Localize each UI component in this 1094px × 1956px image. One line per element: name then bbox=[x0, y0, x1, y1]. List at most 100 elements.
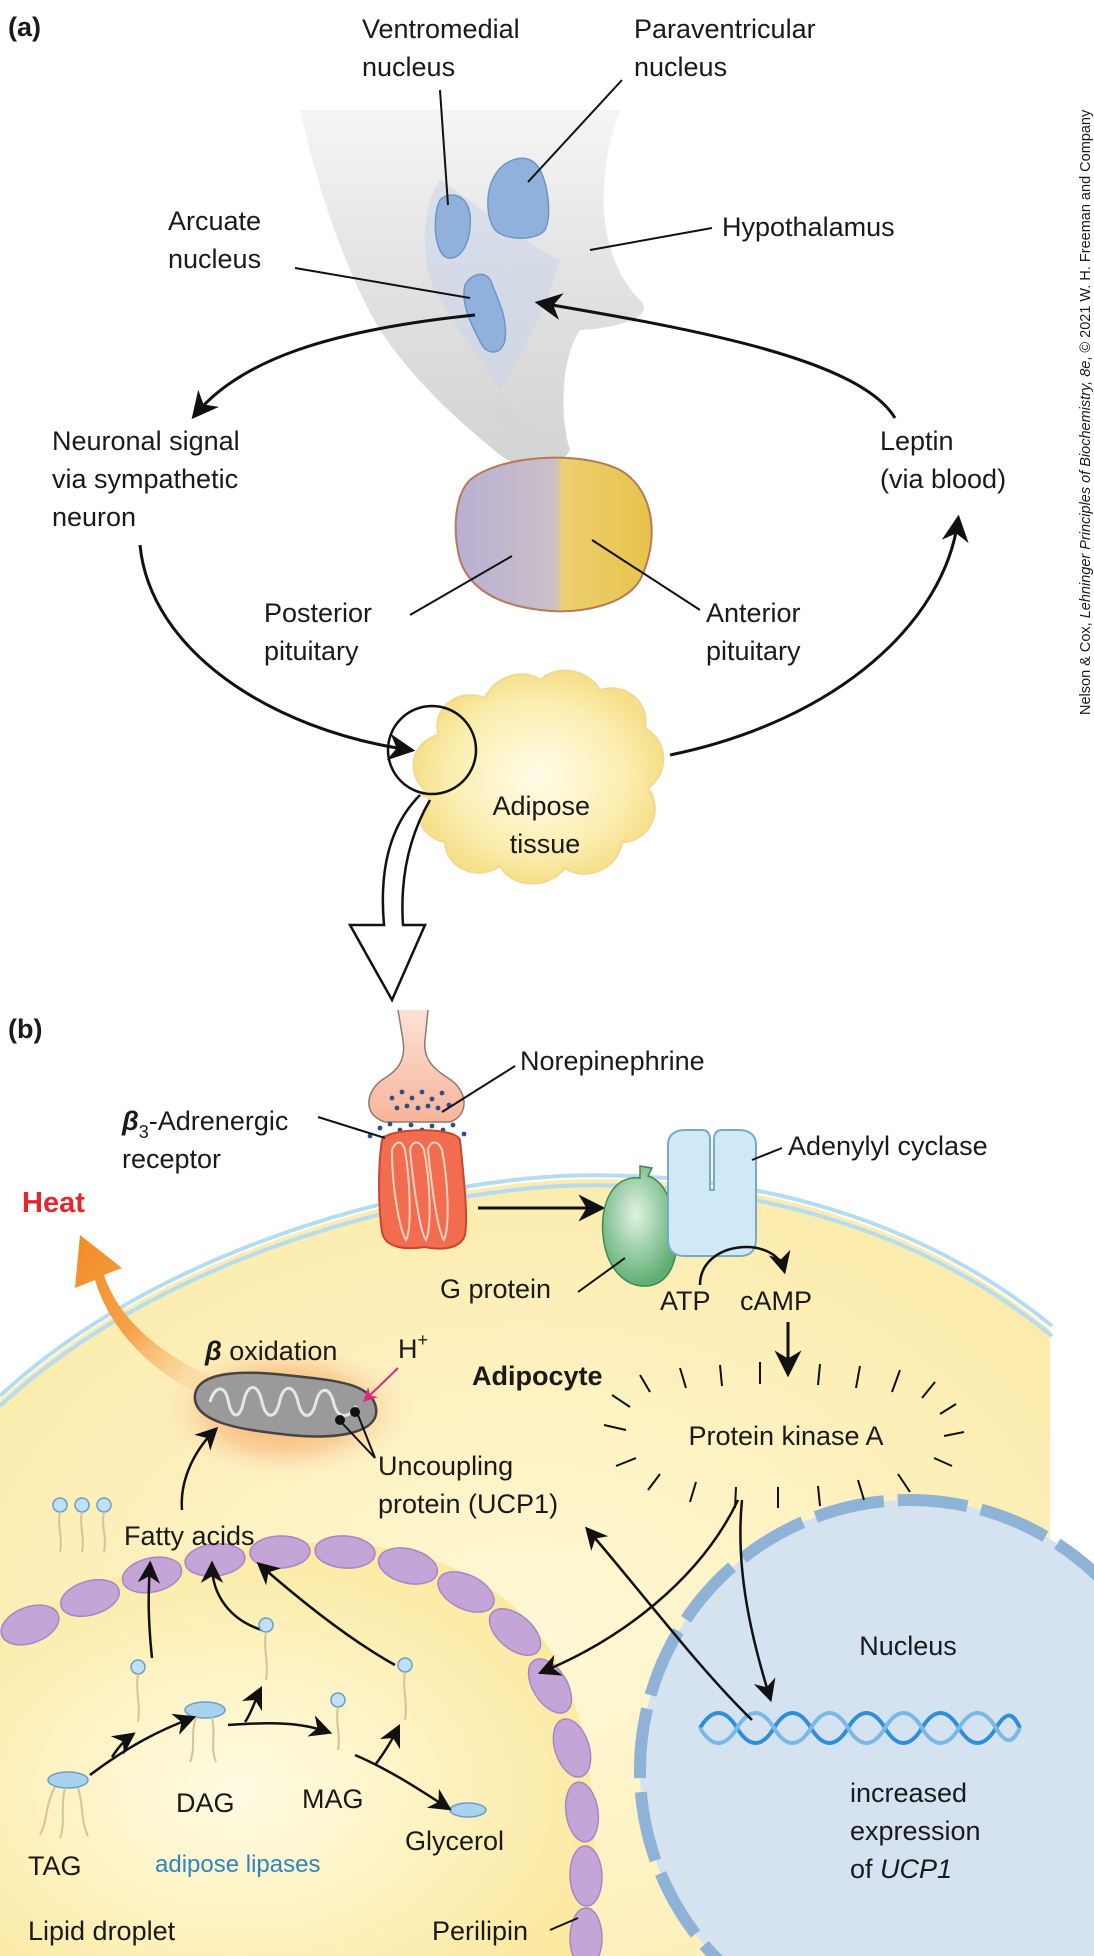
perilipin-leader bbox=[549, 1917, 579, 1931]
adipose-tissue-label: Adipose tissue bbox=[492, 791, 597, 859]
mitochondrial-cristae bbox=[208, 1386, 358, 1417]
credit-suffix: , © 2021 W. H. Freeman and Company bbox=[1078, 109, 1094, 361]
lipid-molecule-icons bbox=[39, 1617, 487, 1839]
adipocyte-label: Adipocyte bbox=[472, 1361, 603, 1391]
posterior-pituitary-label: Posterior pituitary bbox=[264, 598, 380, 666]
plasma-membrane-outer bbox=[0, 1173, 1054, 1398]
h-superscript: + bbox=[418, 1330, 429, 1350]
pka-to-gene-arrow bbox=[739, 1499, 776, 1703]
tag-to-dag-arrow bbox=[89, 1713, 197, 1777]
dag-fa-branch-arrow bbox=[241, 1685, 263, 1723]
beta3-leader bbox=[317, 1116, 386, 1139]
nucleus-label: Nucleus bbox=[859, 1631, 957, 1661]
heat-label: Heat bbox=[22, 1187, 85, 1219]
zoom-arrow bbox=[347, 794, 432, 1003]
ventromedial-leader bbox=[439, 89, 449, 206]
mag-label: MAG bbox=[302, 1784, 364, 1814]
expression-line-3-prefix: of bbox=[850, 1854, 880, 1884]
posterior-leader bbox=[409, 555, 513, 616]
h-letter: H bbox=[398, 1334, 418, 1364]
ventromedial-line-1: Ventromedial bbox=[362, 14, 520, 44]
adenylyl-cyclase-label: Adenylyl cyclase bbox=[788, 1131, 988, 1161]
posterior-line-2: pituitary bbox=[264, 636, 359, 666]
neuronal-signal-label: Neuronal signal via sympathetic neuron bbox=[52, 426, 247, 532]
plasma-membrane-inner bbox=[0, 1183, 1054, 1408]
hypothalamus-leader bbox=[589, 227, 713, 251]
expression-line-1: increased bbox=[850, 1778, 967, 1808]
lipid-droplet bbox=[0, 1542, 595, 1956]
beta3-subscript: 3 bbox=[139, 1122, 149, 1142]
panel-a-label: (a) bbox=[8, 12, 41, 42]
beta-greek: β bbox=[204, 1336, 222, 1366]
neuronal-line-2: via sympathetic bbox=[52, 464, 238, 494]
mag-to-glycerol-arrow bbox=[354, 1753, 452, 1811]
expression-gene-name: UCP1 bbox=[880, 1854, 952, 1884]
leptin-line-1: Leptin bbox=[880, 426, 954, 456]
beta3-rest: -Adrenergic bbox=[149, 1106, 289, 1136]
paraventricular-nucleus bbox=[487, 157, 550, 239]
ucp1-dot-1 bbox=[335, 1415, 345, 1425]
ventromedial-line-2: nucleus bbox=[362, 52, 455, 82]
uncoupling-line-2: protein (UCP1) bbox=[378, 1489, 558, 1519]
anterior-pituitary-label: Anterior pituitary bbox=[706, 598, 808, 666]
perilipin-label: Perilipin bbox=[432, 1916, 528, 1946]
adenylyl-leader bbox=[751, 1147, 783, 1161]
ucp1-leader-1 bbox=[341, 1422, 376, 1459]
adipose-line-2: tissue bbox=[510, 829, 581, 859]
fa-release-arrow-1 bbox=[137, 1560, 161, 1659]
credit-prefix: Nelson & Cox, bbox=[1078, 618, 1094, 715]
anterior-line-1: Anterior bbox=[706, 598, 801, 628]
beta3-greek: β bbox=[121, 1106, 139, 1136]
dag-to-mag-arrow bbox=[227, 1715, 333, 1737]
uncoupling-line-1: Uncoupling bbox=[378, 1451, 513, 1481]
panel-b-label: (b) bbox=[8, 1014, 42, 1044]
neuronal-line-1: Neuronal signal bbox=[52, 426, 240, 456]
arcuate-nucleus bbox=[463, 273, 507, 353]
free-fatty-acid-icons bbox=[52, 1497, 112, 1553]
beta3-receptor-label: β3-Adrenergic receptor bbox=[121, 1106, 296, 1174]
paraventricular-label: Paraventricular nucleus bbox=[634, 14, 823, 82]
arcuate-leader bbox=[294, 267, 471, 299]
beta-oxidation-label: β oxidation bbox=[204, 1336, 337, 1366]
dna-helix bbox=[698, 1711, 1022, 1745]
atp-label: ATP bbox=[660, 1286, 711, 1316]
adipose-tissue-shape bbox=[412, 669, 665, 885]
neuronal-line-3: neuron bbox=[52, 502, 136, 532]
g-protein-label: G protein bbox=[440, 1274, 551, 1304]
pka-to-lipid-arrow bbox=[537, 1499, 740, 1676]
adipose-to-leptin-arrow bbox=[669, 514, 969, 757]
pka-activation-burst bbox=[603, 1362, 965, 1509]
fa-release-arrow-2 bbox=[200, 1560, 263, 1632]
tag-label: TAG bbox=[28, 1851, 82, 1881]
expression-line-2: expression bbox=[850, 1816, 981, 1846]
anterior-leader bbox=[591, 539, 701, 611]
h-plus-label: H+ bbox=[398, 1330, 428, 1364]
uncoupling-label: Uncoupling protein (UCP1) bbox=[378, 1451, 558, 1519]
adipose-lipases-label: adipose lipases bbox=[155, 1851, 320, 1878]
ucp1-dot-2 bbox=[350, 1407, 360, 1417]
paraventricular-leader bbox=[527, 79, 623, 183]
arcuate-line-2: nucleus bbox=[168, 244, 261, 274]
neuron-to-adipose-arrow bbox=[138, 544, 416, 761]
perilipin-coat bbox=[0, 1535, 603, 1956]
expression-label: increased expression of UCP1 bbox=[850, 1778, 988, 1884]
arcuate-line-1: Arcuate bbox=[168, 206, 261, 236]
glycerol-label: Glycerol bbox=[405, 1826, 504, 1856]
leptin-return-arrow bbox=[534, 293, 897, 419]
arcuate-label: Arcuate nucleus bbox=[168, 206, 269, 274]
mag-fa-branch-arrow bbox=[374, 1723, 401, 1766]
oxidation-word: oxidation bbox=[222, 1336, 338, 1366]
proton-arrow bbox=[362, 1367, 399, 1402]
copyright-credit: Nelson & Cox, Lehninger Principles of Bi… bbox=[1078, 109, 1094, 715]
hypothalamus-label: Hypothalamus bbox=[722, 212, 895, 242]
g-protein bbox=[601, 1165, 678, 1287]
atp-to-camp-arrow bbox=[698, 1245, 791, 1286]
neuronal-signal-arrow bbox=[191, 313, 476, 420]
tag-fa-branch-arrow bbox=[110, 1732, 136, 1758]
nucleus-shape bbox=[640, 1500, 1094, 1956]
zoom-circle bbox=[386, 704, 478, 796]
credit-title: Lehninger Principles of Biochemistry, 8e bbox=[1078, 361, 1094, 619]
mitochondrion bbox=[193, 1371, 378, 1438]
adenylyl-cyclase bbox=[667, 1129, 757, 1257]
